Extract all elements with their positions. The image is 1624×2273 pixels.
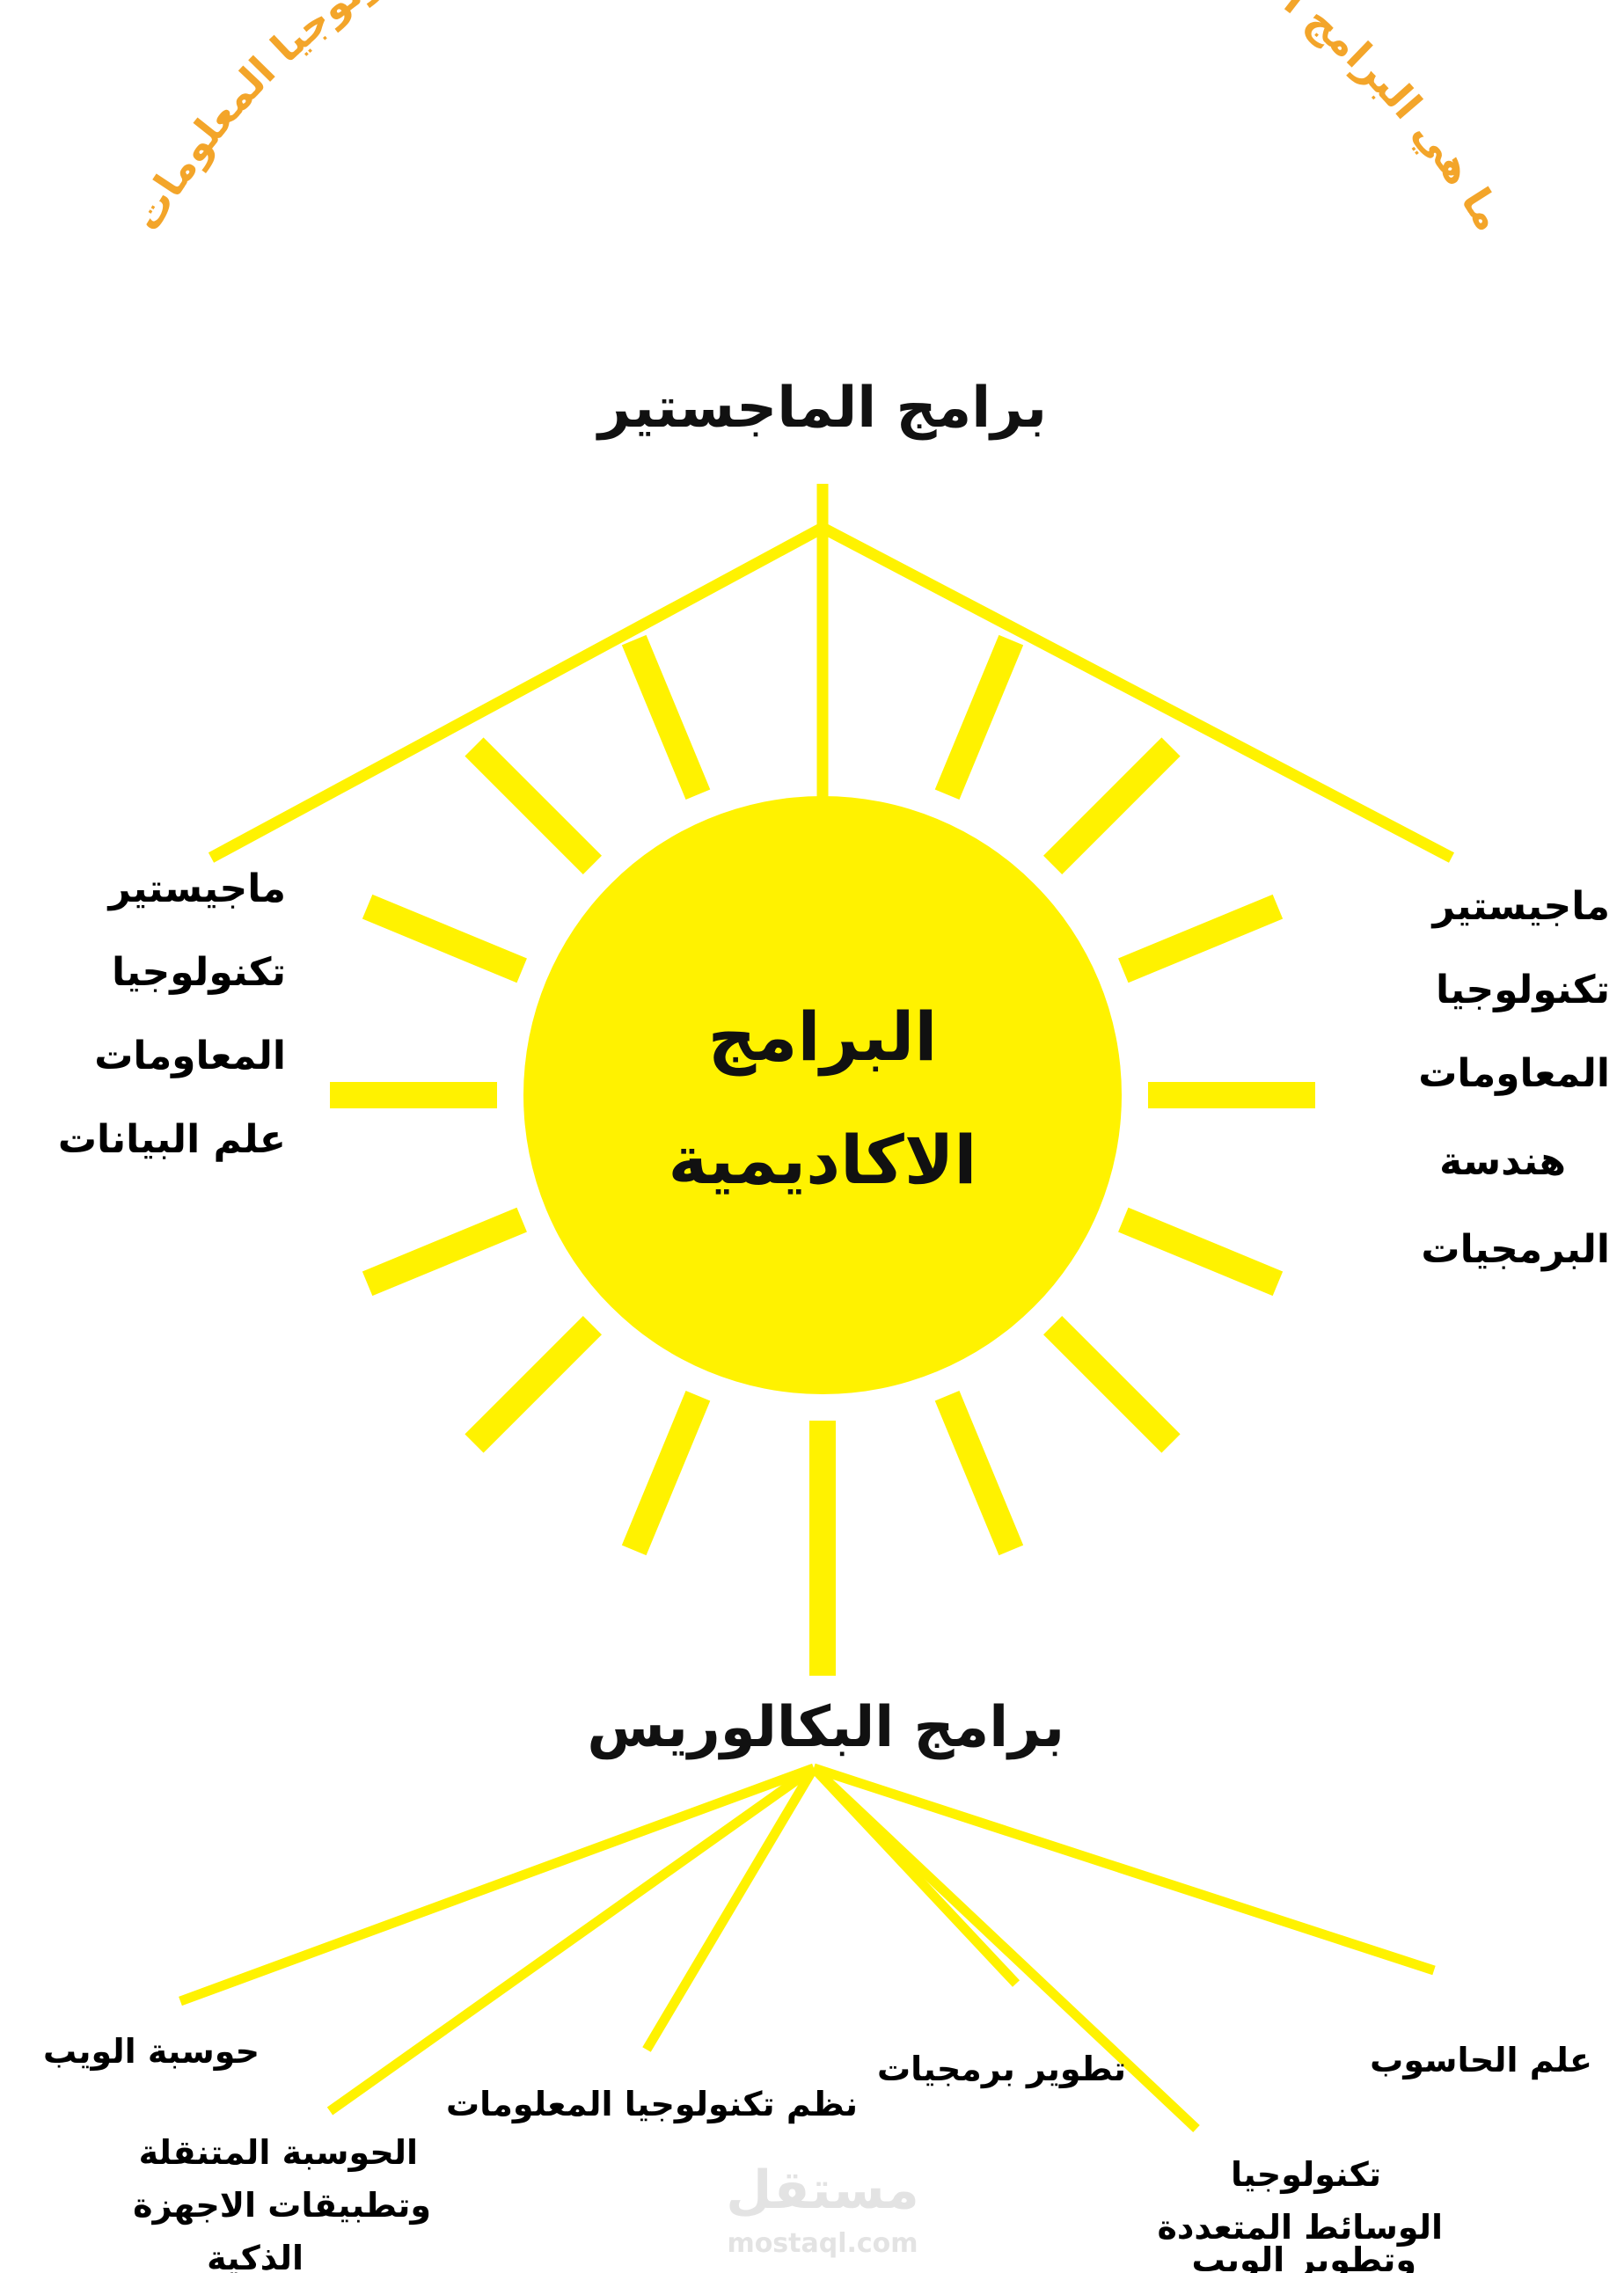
masters-connector-lines — [208, 484, 1455, 863]
header-arc-text: ما هي البرامج الاكاديمية التي تقدمها الج… — [122, 0, 1514, 239]
masters-left-branch — [208, 523, 826, 863]
program-multimedia-line: الوسائط المتعددة — [1157, 2208, 1443, 2247]
masters-right-item: البرمجيات — [1421, 1227, 1610, 1272]
masters-right-branch — [819, 523, 1455, 863]
sun-ray — [1042, 1315, 1181, 1453]
program-mobile: الحوسبة المتنقلة وتطبيقات الاجهزة الذكية — [133, 2133, 431, 2273]
masters-left-item: المعاومات — [94, 1034, 286, 1078]
masters-right-item: ماجيستير — [1430, 884, 1610, 929]
sun-ray — [465, 1315, 603, 1453]
sun-ray — [934, 1391, 1024, 1556]
program-multimedia-line: تكنولوجيا — [1231, 2155, 1381, 2194]
bachelor-line-cs — [812, 1763, 1436, 1976]
watermark-url: mostaql.com — [727, 2228, 918, 2259]
masters-left-item: ماجيستير — [106, 866, 286, 911]
program-multimedia: تكنولوجيا الوسائط المتعددة وتطوير الويب — [1157, 2155, 1443, 2273]
sun-ray — [362, 1207, 527, 1297]
program-software-dev: تطوير برمجيات — [877, 2050, 1126, 2088]
sun-ray — [1118, 1207, 1284, 1297]
masters-right-list: ماجيستير تكنولوجيا المعاومات هندسة البرم… — [1418, 884, 1610, 1272]
program-mobile-line: الذكية — [207, 2239, 304, 2273]
masters-left-item: علم البيانات — [58, 1117, 286, 1162]
sun-circle — [523, 796, 1122, 1394]
bachelor-line-multimedia — [810, 1764, 1200, 2133]
bachelor-line-it-systems — [642, 1765, 818, 2052]
sun-ray — [621, 1391, 711, 1556]
program-mobile-line: وتطبيقات الاجهزة — [133, 2186, 431, 2225]
masters-left-item: تكنولوجيا — [112, 950, 286, 995]
sun-ray — [1118, 894, 1284, 983]
sun-ray — [934, 634, 1024, 800]
program-it-systems: نظم تكنولوجيا المعلومات — [446, 2085, 858, 2124]
bachelor-connector-lines — [179, 1763, 1436, 2133]
watermark-logo: مستقل — [726, 2160, 918, 2221]
masters-heading: برامج الماجستير — [596, 376, 1047, 441]
center-title-line1: البرامج — [708, 998, 938, 1077]
masters-right-item: المعاومات — [1418, 1051, 1610, 1096]
program-mobile-line: الحوسبة المتنقلة — [139, 2133, 418, 2172]
sun-ray — [1042, 737, 1181, 875]
sun-rays — [330, 634, 1315, 1676]
sun-ray — [362, 894, 527, 983]
masters-right-item: تكنولوجيا — [1436, 968, 1610, 1012]
bachelor-heading: برامج البكالوريس — [587, 1695, 1064, 1760]
center-title-line2: الاكاديمية — [669, 1121, 977, 1199]
bachelor-line-mobile — [326, 1764, 817, 2116]
masters-right-item: هندسة — [1439, 1139, 1566, 1184]
program-computer-science: علم الحاسوب — [1370, 2041, 1592, 2080]
sun-ray — [465, 737, 603, 875]
program-web-computing: حوسبة الويب — [43, 2032, 260, 2071]
bachelor-line-web — [179, 1763, 816, 2006]
program-multimedia-line: وتطوير الويب — [1192, 2240, 1416, 2273]
masters-left-list: ماجيستير تكنولوجيا المعاومات علم البيانا… — [58, 866, 286, 1162]
sun-ray — [621, 634, 711, 800]
